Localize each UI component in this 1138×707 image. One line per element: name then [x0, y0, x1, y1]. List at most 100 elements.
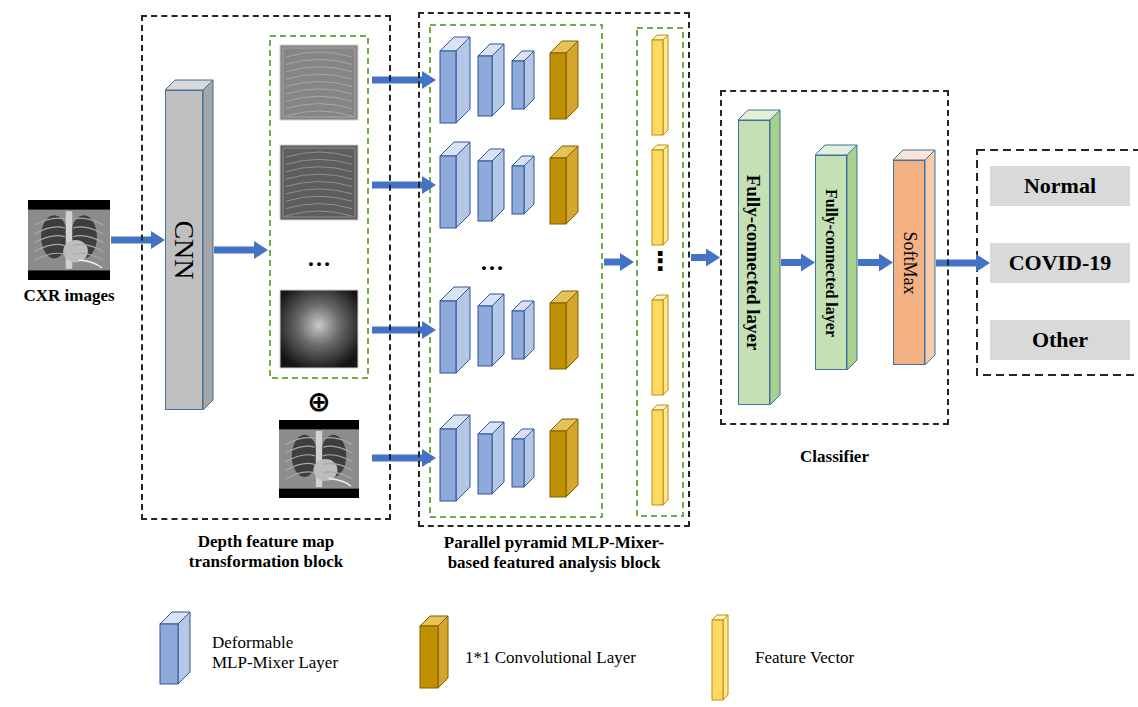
layer-side-face: [524, 51, 534, 109]
layer-label: SoftMax: [900, 231, 918, 294]
xray-rib: [73, 236, 103, 243]
layer-label: Fully-connected layer: [745, 175, 764, 351]
layer-front-face: [512, 439, 524, 487]
layer-side-face: [456, 142, 470, 228]
layer-label: CNN: [170, 220, 198, 279]
feature-map-texture: [286, 204, 352, 209]
layer-front-face: [512, 311, 524, 359]
feature-map-texture: [286, 182, 352, 187]
block-title: Classifier: [755, 447, 915, 467]
mixer-layer: [440, 287, 470, 373]
feature-vector: [652, 35, 668, 135]
dense-layer: Fully-connected layer: [738, 120, 770, 405]
xray-rib: [285, 463, 315, 470]
layer-front-face: [652, 300, 663, 395]
feature-map-ground: [280, 145, 358, 220]
layer-front-face: [712, 620, 723, 700]
flow-arrow: [214, 247, 254, 254]
layer-front-face: [512, 61, 524, 109]
feature-map-texture: [286, 52, 352, 57]
feature-map-texture: [286, 59, 352, 64]
layer-front-face: [550, 158, 566, 224]
block-frame: ClassifierFully-connected layerFully-con…: [720, 90, 949, 425]
ellipsis-symbol: …: [307, 246, 331, 270]
group-frame: [637, 28, 683, 516]
mixer-layer: [478, 149, 504, 221]
flow-arrow: [858, 259, 879, 266]
heading-holder: Depth feature map transformation block: [151, 532, 381, 573]
feature-map-texture: [286, 89, 352, 94]
flow-arrow: [372, 455, 422, 462]
feature-vector-sample: [712, 615, 728, 700]
mixer-layer-sample: [160, 612, 190, 684]
chest-xray-image: [28, 200, 110, 280]
layer-front-face: [440, 429, 456, 501]
layer-side-face: [925, 150, 935, 365]
layer-side-face: [492, 149, 504, 221]
flow-arrow: [936, 260, 976, 267]
layer-side-face: [566, 291, 578, 369]
feature-map-image: [280, 145, 358, 220]
feature-map-texture: [286, 159, 352, 164]
class-box: Other: [990, 320, 1130, 360]
layer-side-face: [456, 415, 470, 501]
feature-map-image: [280, 45, 358, 120]
xray-rib: [323, 455, 353, 462]
xray-rib: [323, 463, 353, 470]
xray-rib: [73, 244, 103, 251]
feature-vector: [652, 145, 668, 245]
feature-map-texture: [286, 189, 352, 194]
flow-arrow: [372, 182, 422, 189]
class-box: COVID-19: [990, 243, 1130, 283]
cnn-layer: CNN: [165, 90, 203, 410]
layer-side-face: [456, 37, 470, 123]
layer-side-face: [566, 146, 578, 224]
legend-label: 1*1 Convolutional Layer: [465, 648, 695, 668]
conv-layer-sample: [420, 616, 448, 688]
feature-map-texture: [286, 104, 352, 109]
xray-rib: [73, 227, 103, 234]
layer-side-face: [492, 294, 504, 366]
layer-front-face: [478, 161, 492, 221]
flow-arrow: [691, 254, 706, 261]
layer-side-face: [524, 301, 534, 359]
group-frame: [430, 25, 602, 517]
feature-vector: [652, 295, 668, 395]
xray-tube: [329, 479, 351, 487]
feature-map-texture: [286, 196, 352, 201]
legend-entry: 1*1 Convolutional Layer: [465, 648, 695, 668]
layer-side-face: [456, 287, 470, 373]
softmax-layer: SoftMax: [893, 160, 925, 365]
layer-front-face: [478, 434, 492, 494]
flow-arrow: [781, 259, 801, 266]
layer-side-face: [566, 419, 578, 497]
mixer-layer: [440, 415, 470, 501]
flow-arrow: [604, 259, 620, 266]
xray-rib: [35, 227, 65, 234]
layer-side-face: [438, 616, 448, 688]
ellipsis-symbol: ⊕: [307, 388, 330, 416]
layer-front-face: [440, 51, 456, 123]
layer-front-face: [652, 40, 663, 135]
heading-holder: Parallel pyramid MLP-Mixer-based feature…: [424, 533, 684, 574]
mixer-layer: [440, 142, 470, 228]
xray-rib: [73, 218, 103, 225]
symbol-holder: …: [307, 246, 331, 270]
xray-rib: [35, 218, 65, 225]
conv-layer: [550, 146, 578, 224]
dense-layer-depth: [815, 145, 857, 370]
xray-rib: [285, 455, 315, 462]
layer-side-face: [663, 145, 668, 245]
feature-map-ground: [280, 45, 358, 120]
layer-side-face: [524, 429, 534, 487]
xray-heart: [63, 240, 88, 262]
layer-front-face: [550, 53, 566, 119]
heading-holder: CXR images: [4, 286, 134, 306]
conv-layer: [550, 291, 578, 369]
legend-label: Feature Vector: [755, 648, 925, 668]
conv-layer: [550, 419, 578, 497]
feature-map-texture: [286, 67, 352, 72]
layer-front-face: [550, 431, 566, 497]
ellipsis-symbol: …: [480, 250, 504, 274]
